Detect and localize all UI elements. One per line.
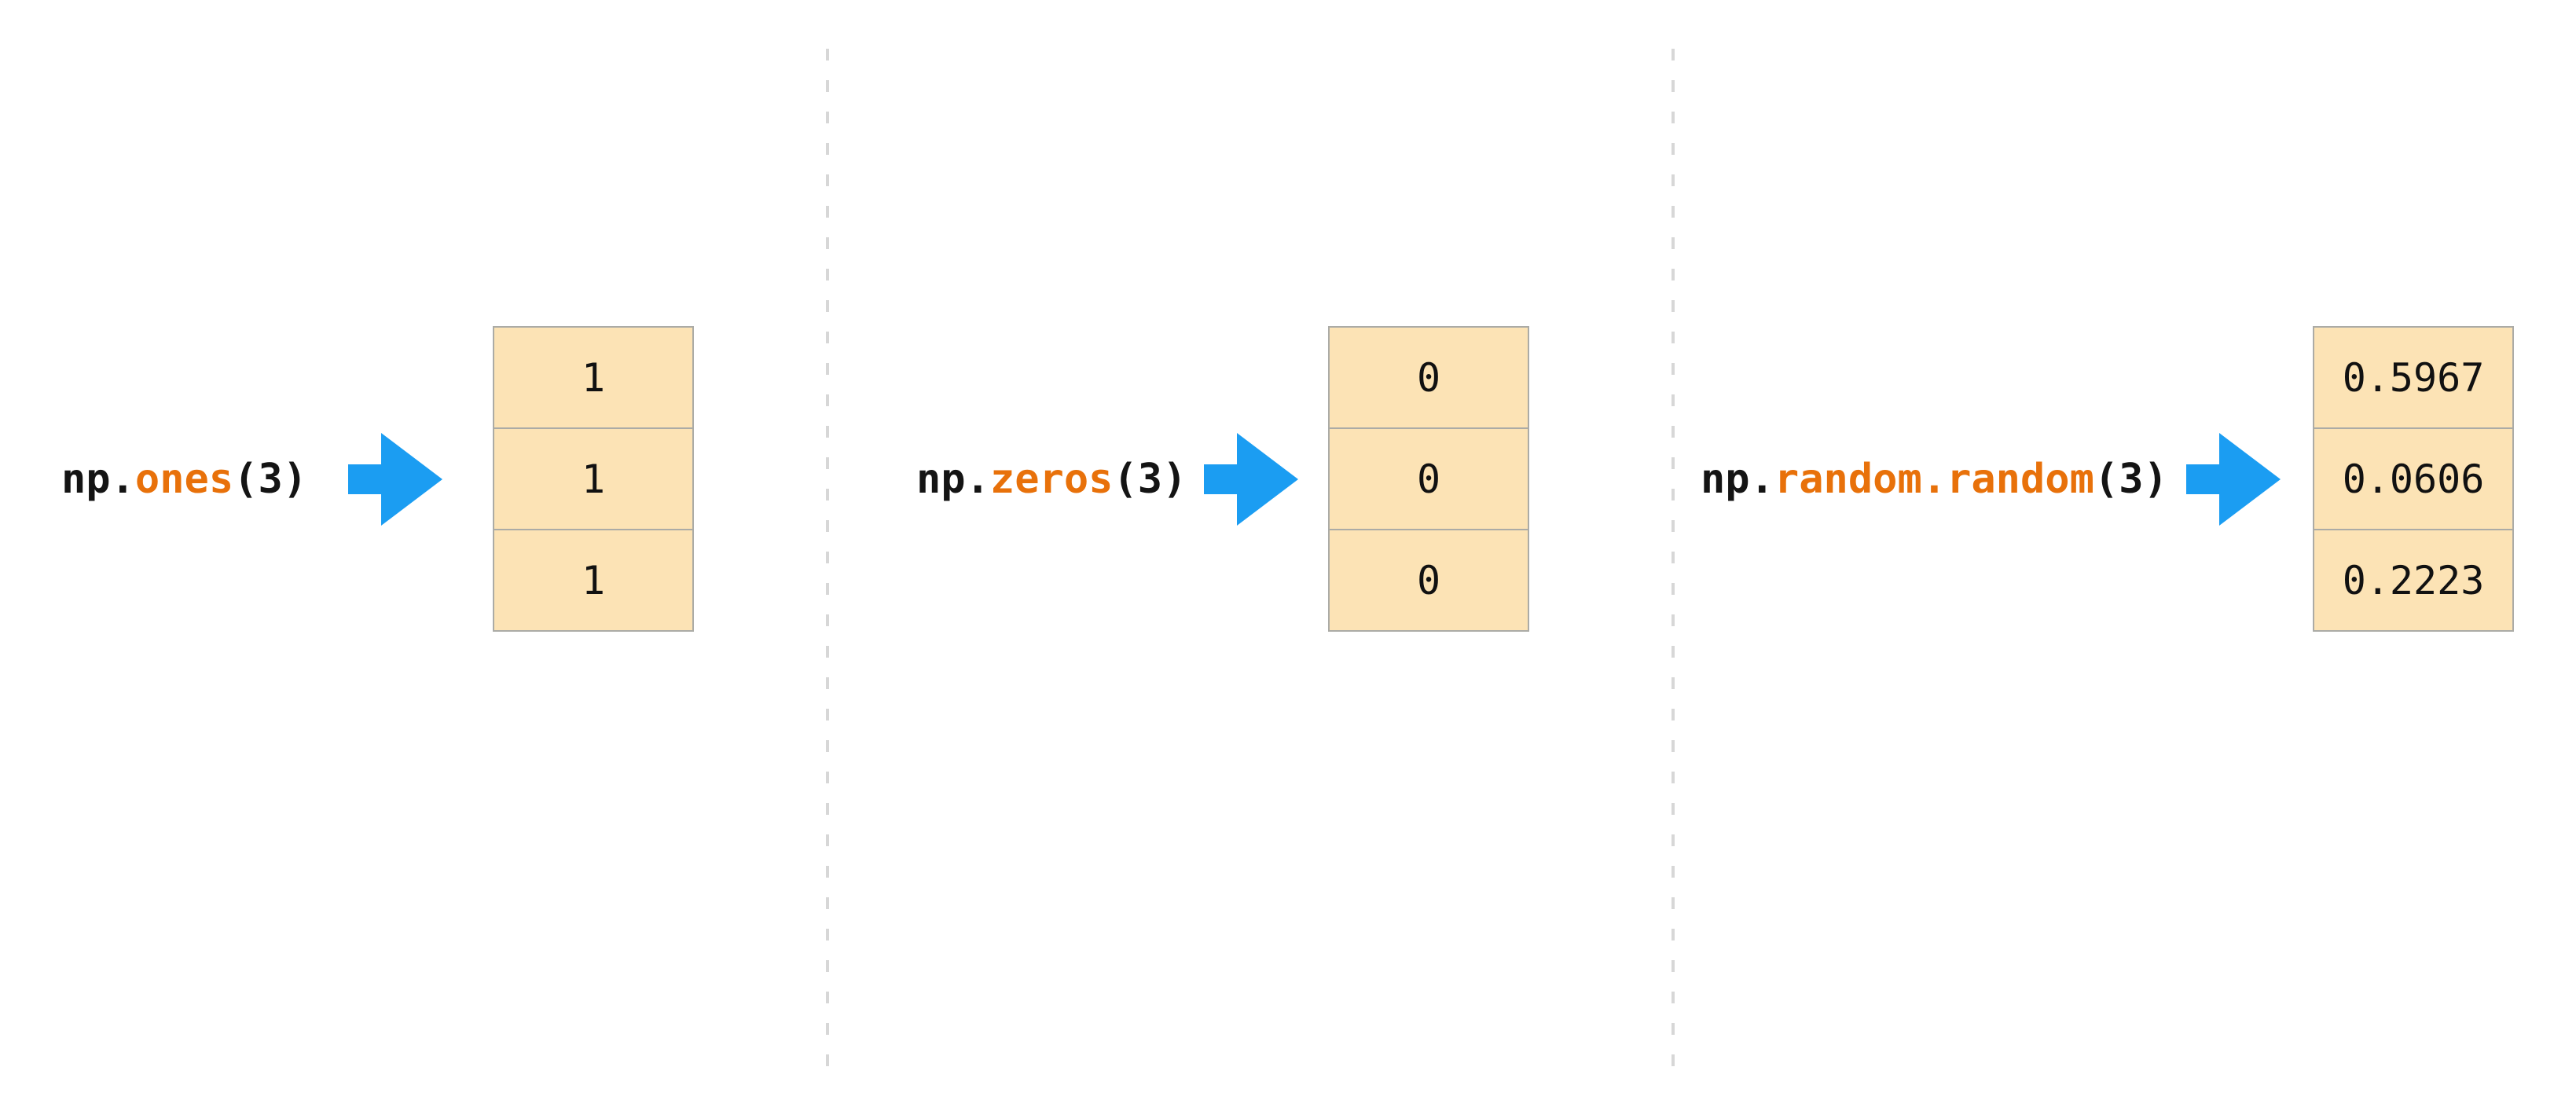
arrow-right-icon — [1204, 326, 1298, 632]
np-prefix: np. — [61, 455, 135, 503]
np-prefix: np. — [1701, 455, 1774, 503]
panel-separator — [1671, 49, 1675, 1067]
array-column-random: 0.5967 0.0606 0.2223 — [2313, 326, 2514, 632]
array-cell: 0.2223 — [2314, 530, 2512, 630]
call-args: (3) — [233, 455, 308, 503]
panel-separator — [826, 49, 829, 1067]
array-cell: 1 — [494, 530, 692, 630]
code-label-ones: np.ones(3) — [61, 326, 307, 632]
array-cell: 0.0606 — [2314, 429, 2512, 530]
array-column-zeros: 0 0 0 — [1328, 326, 1529, 632]
arrow-right-icon — [348, 326, 442, 632]
np-prefix: np. — [916, 455, 990, 503]
call-args: (3) — [1113, 455, 1187, 503]
array-cell: 0.5967 — [2314, 328, 2512, 429]
array-cell: 1 — [494, 429, 692, 530]
arrow-right-icon — [2186, 326, 2281, 632]
call-args: (3) — [2093, 455, 2168, 503]
array-column-ones: 1 1 1 — [493, 326, 694, 632]
function-name: random.random — [1774, 455, 2094, 503]
code-label-random: np.random.random(3) — [1701, 326, 2168, 632]
array-cell: 1 — [494, 328, 692, 429]
function-name: zeros — [989, 455, 1114, 503]
array-cell: 0 — [1330, 328, 1528, 429]
array-cell: 0 — [1330, 530, 1528, 630]
code-label-zeros: np.zeros(3) — [916, 326, 1187, 632]
array-cell: 0 — [1330, 429, 1528, 530]
function-name: ones — [134, 455, 234, 503]
